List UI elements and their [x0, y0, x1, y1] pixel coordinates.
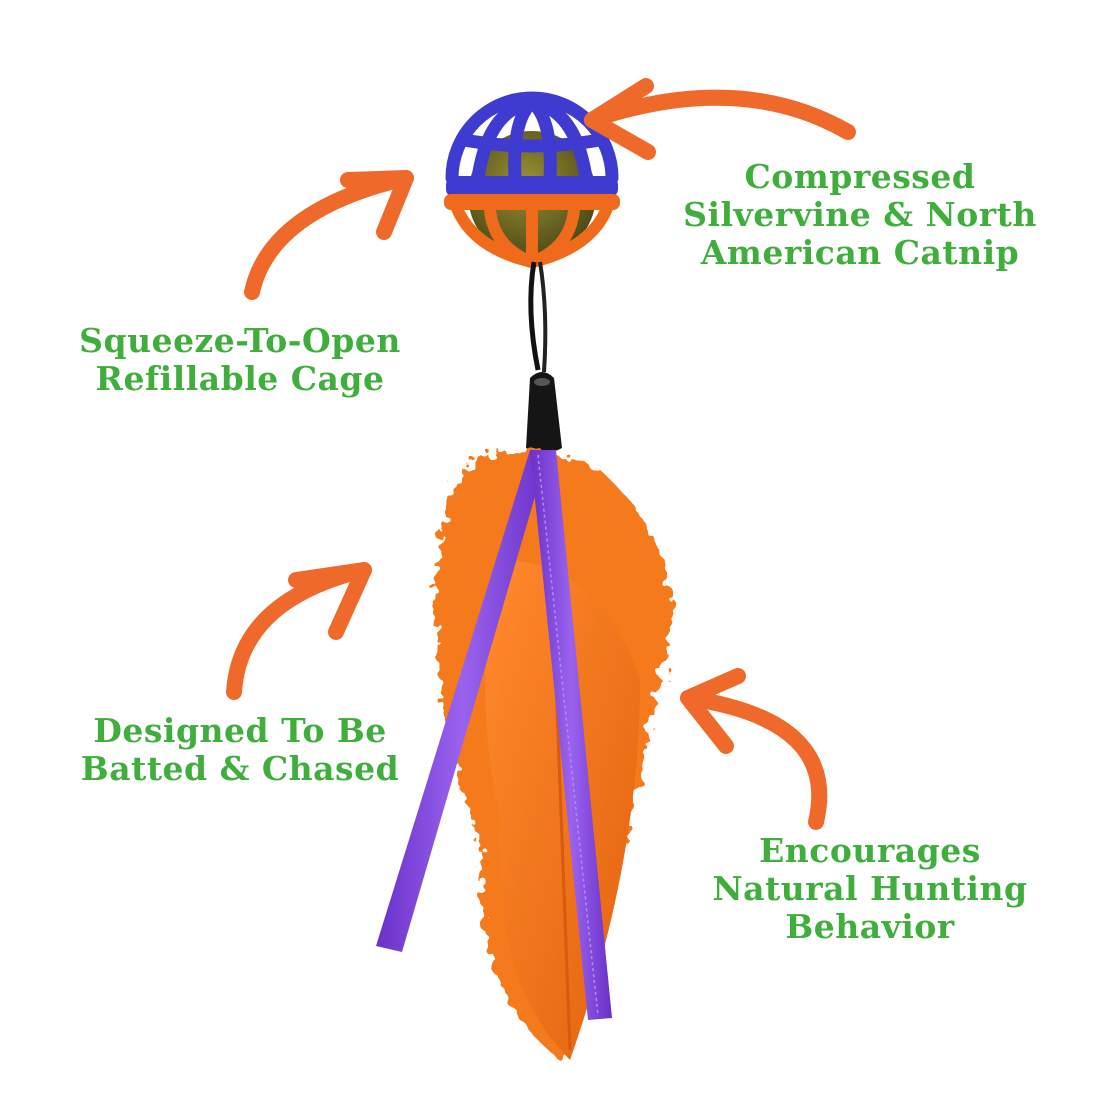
cord-cap: [526, 372, 562, 453]
label-catnip-line-3: American Catnip: [700, 233, 1020, 272]
label-cage: Squeeze-To-Open Refillable Cage: [55, 322, 425, 398]
arrow-hunting: [680, 690, 828, 830]
ribbon-left: [376, 450, 548, 952]
label-hunting-line-1: Encourages: [759, 831, 981, 870]
catnip-ball-cage: [444, 91, 620, 268]
cage-bottom-half: [450, 200, 614, 268]
label-catnip-line-2: Silvervine & North: [683, 195, 1037, 234]
label-catnip: Compressed Silvervine & North American C…: [650, 158, 1070, 272]
label-cage-line-2: Refillable Cage: [95, 359, 385, 398]
arrow-catnip: [584, 89, 856, 140]
cage-rim: [446, 176, 618, 198]
label-batted: Designed To Be Batted & Chased: [55, 712, 425, 788]
label-cage-line-1: Squeeze-To-Open: [79, 321, 401, 360]
label-hunting-line-2: Natural Hunting: [712, 869, 1028, 908]
label-batted-line-1: Designed To Be: [93, 711, 387, 750]
label-hunting: Encourages Natural Hunting Behavior: [700, 832, 1040, 946]
label-batted-line-2: Batted & Chased: [80, 749, 400, 788]
ribbon-right: [530, 450, 612, 1020]
curved-arrow-icon: [226, 78, 856, 830]
label-hunting-line-3: Behavior: [785, 907, 955, 946]
label-catnip-line-1: Compressed: [744, 157, 976, 196]
elastic-cord: [526, 261, 562, 453]
cage-top-half: [445, 91, 619, 185]
ribbons: [376, 450, 612, 1020]
